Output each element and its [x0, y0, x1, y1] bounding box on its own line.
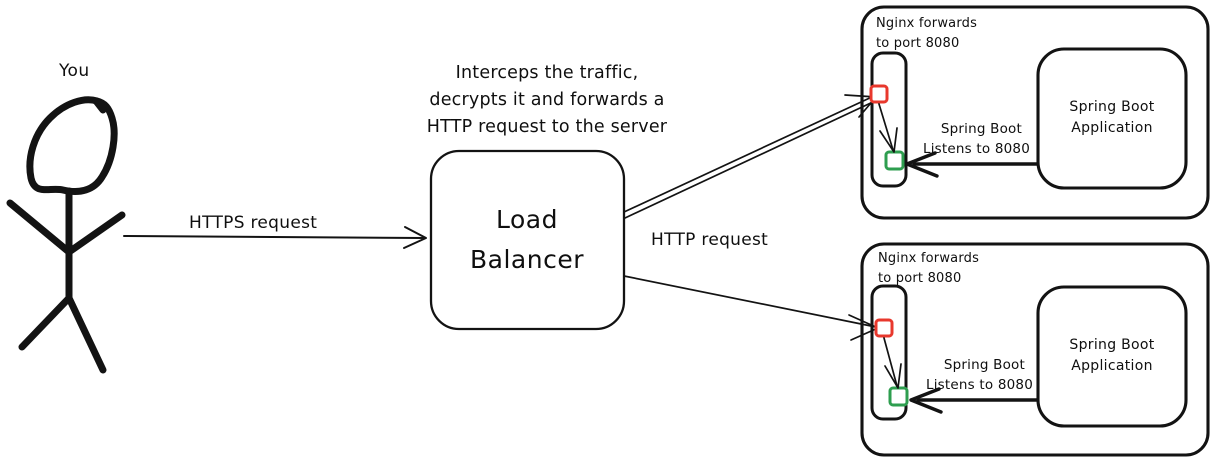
load-balancer-note-line-1: Interceps the traffic, [456, 63, 639, 83]
figure-head-nick [92, 97, 107, 114]
server-top-listen-note-line-1: Spring Boot [941, 121, 1022, 137]
load-balancer-title-line-1: Load [496, 205, 558, 234]
server-bottom-app-box [1036, 285, 1188, 428]
edge-label-https: HTTPS request [189, 213, 317, 233]
server-bottom-forward-head [884, 363, 902, 389]
server-top-app-box [1036, 47, 1188, 190]
server-top-app-label-line-2: Application [1071, 120, 1153, 136]
edge-label-http: HTTP request [651, 230, 768, 250]
server-bottom-port-inbound [874, 318, 894, 338]
load-balancer-box-outline [429, 149, 626, 331]
server-top-app-arrow-head [905, 151, 939, 178]
figure-head [26, 96, 118, 195]
server-top-nginx-note-line-2: to port 8080 [876, 36, 959, 51]
load-balancer-note-line-3: HTTP request to the server [427, 117, 668, 137]
figure-right-leg [65, 294, 107, 374]
server-bottom-outline [860, 242, 1210, 457]
server-top-nginx-note-line-1: Nginx forwards [876, 16, 977, 31]
server-bottom-listen-note-line-1: Spring Boot [944, 357, 1025, 373]
arrow-https-head [403, 226, 427, 249]
server-bottom-listen-note-line-2: Listens to 8080 [926, 377, 1033, 393]
arrow-https-shaft [123, 235, 425, 239]
load-balancer-box[interactable] [429, 149, 626, 331]
server-top-port-inbound [869, 84, 889, 104]
server-bottom-nginx-note-line-2: to port 8080 [878, 271, 961, 286]
arrow-http-bottom-shaft [623, 275, 877, 328]
load-balancer-title-line-2: Balancer [470, 245, 584, 274]
arrow-https-request [123, 226, 427, 249]
server-top-listen-note-line-2: Listens to 8080 [923, 141, 1030, 157]
arrow-http-top-shaft-b [624, 100, 876, 219]
client-label: You [58, 61, 90, 81]
server-bottom-app-label-line-1: Spring Boot [1069, 337, 1154, 353]
server-bottom-nginx-note-line-1: Nginx forwards [878, 251, 979, 266]
server-bottom-app-arrow-head [909, 387, 943, 414]
server-top[interactable] [860, 5, 1210, 220]
server-top-app-label-line-1: Spring Boot [1069, 99, 1154, 115]
server-top-nginx-bar [870, 51, 908, 188]
server-bottom-forward-shaft [883, 337, 898, 387]
stick-figure-icon [6, 96, 126, 374]
server-bottom-app-label-line-2: Application [1071, 358, 1153, 374]
server-top-forward-head [879, 127, 898, 153]
load-balancer-note-line-2: decrypts it and forwards a [429, 90, 664, 110]
server-bottom-nginx-bar [870, 284, 908, 421]
figure-left-leg [18, 294, 73, 351]
arrow-http-top-shaft-a [623, 95, 875, 213]
server-top-outline [860, 5, 1210, 220]
server-top-forward-shaft [878, 103, 894, 151]
figure-right-arm [65, 211, 126, 256]
figure-left-arm [6, 199, 73, 256]
server-bottom[interactable] [860, 242, 1210, 457]
